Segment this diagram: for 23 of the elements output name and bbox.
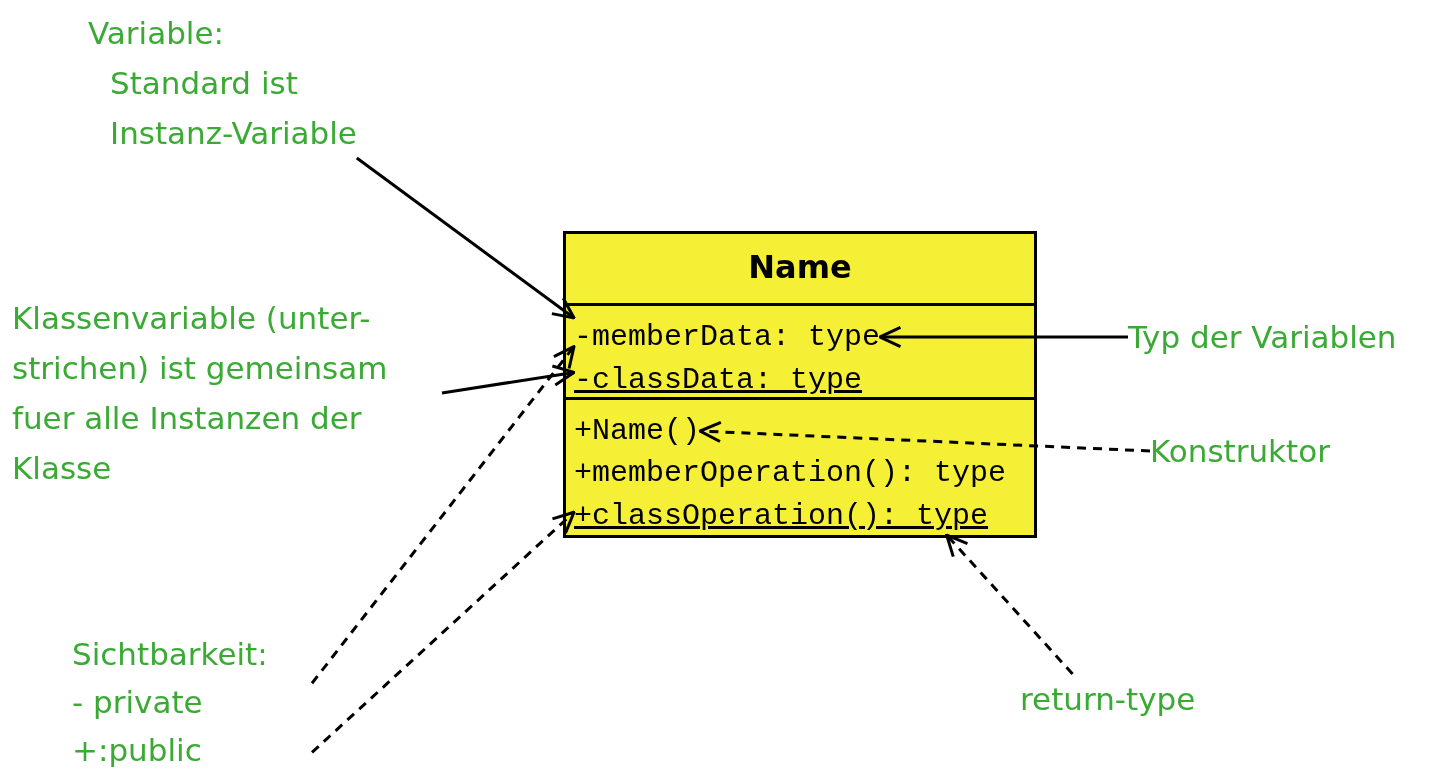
annotation-text: - private xyxy=(72,683,204,722)
class-name: Name xyxy=(747,248,853,286)
class-member-text: -classData: type xyxy=(574,361,863,399)
class-member-text: +classOperation(): type xyxy=(574,497,989,535)
class-member-text: +Name() xyxy=(574,412,701,450)
leader-arrow xyxy=(698,420,1151,453)
leader-arrow xyxy=(945,533,1074,675)
annotation-text: Typ der Variablen xyxy=(1128,312,1397,362)
annotation-text: Konstruktor xyxy=(1150,426,1330,476)
leader-arrow xyxy=(441,364,576,395)
annotation-text: return-type xyxy=(1020,674,1196,724)
annotation-text: +:public xyxy=(72,731,203,770)
leader-arrow xyxy=(310,345,576,685)
annotation-text: Klassenvariable (unter- strichen) ist gemeinsam fuer alle Instanzen der Klasse xyxy=(12,293,442,493)
annotation-heading: Sichtbarkeit: xyxy=(72,635,269,674)
annotation-heading: Variable: xyxy=(88,14,225,53)
annotation-text: Standard ist Instanz-Variable xyxy=(110,64,358,153)
leader-arrow xyxy=(311,510,576,754)
leader-arrow xyxy=(355,156,576,320)
class-member-text: -memberData: type xyxy=(574,318,881,356)
class-member-text: +memberOperation(): type xyxy=(574,454,1007,492)
leader-arrow xyxy=(878,325,1128,349)
class-box xyxy=(563,231,1037,538)
